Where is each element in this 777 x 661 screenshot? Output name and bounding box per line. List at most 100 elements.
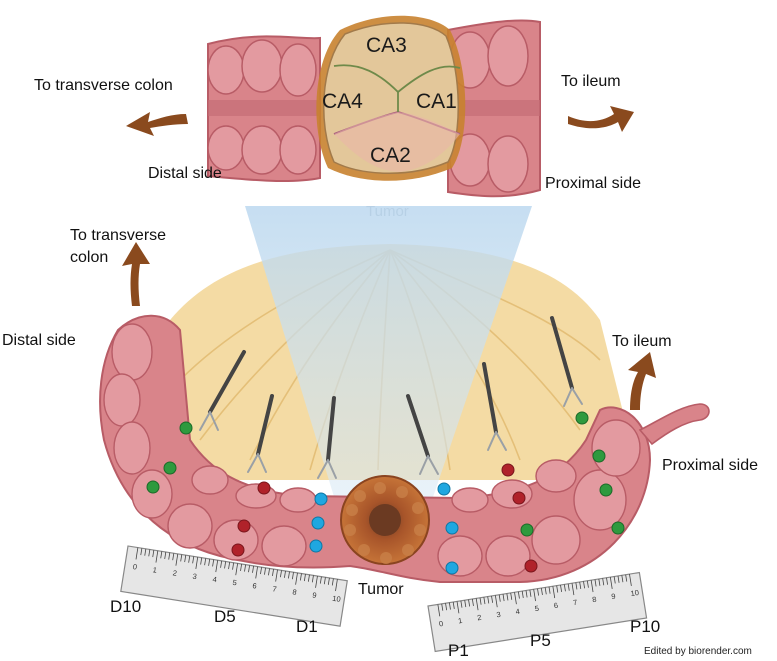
bottom-to-transverse-label-line2: colon	[70, 249, 108, 266]
ruler-tick	[272, 568, 274, 577]
ruler-tick	[579, 581, 582, 589]
ruler-tick	[560, 584, 562, 592]
ruler-number: 3	[192, 572, 198, 582]
ruler-tick	[617, 575, 620, 583]
ruler-tick	[295, 572, 298, 585]
ruler-tick	[441, 603, 444, 611]
ruler-tick	[240, 563, 243, 571]
ruler-tick	[498, 594, 501, 602]
ruler-number: 6	[553, 601, 559, 611]
ruler-tick	[172, 553, 175, 561]
ruler-label-d10: D10	[110, 597, 141, 616]
ruler-tick	[475, 598, 479, 611]
ruler-tick	[192, 556, 195, 564]
ruler-tick	[260, 567, 262, 575]
ruler-number: 8	[292, 587, 298, 597]
ruler-tick	[208, 558, 211, 566]
ruler-tick	[502, 594, 505, 602]
ruler-number: 6	[252, 581, 258, 591]
ruler-tick	[168, 552, 171, 560]
ruler-tick	[594, 579, 597, 587]
ruler-tick	[160, 551, 163, 559]
ruler-tick	[188, 555, 191, 563]
ruler-tick	[152, 550, 155, 558]
bottom-arrow-up-right	[628, 352, 656, 410]
ruler-tick	[303, 574, 306, 582]
ruler-tick	[244, 564, 247, 572]
ruler-tick	[275, 569, 278, 582]
ruler-tick	[215, 560, 219, 573]
ruler-tick	[510, 592, 513, 600]
ruler-tick	[323, 577, 326, 585]
bottom-to-transverse-label-line1: To transverse	[70, 227, 166, 244]
ruler-tick	[456, 601, 460, 614]
credit-text: Edited by biorender.com	[644, 646, 752, 657]
ruler-tick	[598, 578, 601, 586]
ruler-tick	[537, 588, 540, 596]
top-proximal-label: Proximal side	[545, 175, 641, 192]
ruler-tick	[609, 577, 613, 590]
bottom-distal-label: Distal side	[2, 332, 76, 349]
light-beam	[245, 206, 532, 500]
bottom-arrow-up-left	[122, 242, 150, 306]
ruler-tick	[563, 584, 566, 592]
ruler-tick	[471, 598, 474, 606]
ruler-number: 2	[172, 568, 178, 578]
ruler-tick	[567, 583, 570, 591]
ruler-number: 4	[515, 607, 521, 617]
ruler-tick	[483, 597, 486, 605]
bottom-tumor	[340, 475, 430, 565]
ruler-tick	[544, 587, 547, 595]
segment-ca2-label: CA2	[370, 144, 411, 167]
ruler-number: 1	[457, 616, 463, 626]
ruler-number: 5	[534, 604, 540, 614]
ruler-number: 5	[232, 578, 238, 588]
ruler-tick	[437, 604, 441, 617]
ruler-label-d1: D1	[296, 617, 318, 636]
ruler-tick	[575, 582, 578, 590]
ruler-tick	[292, 572, 294, 580]
ruler-tick	[335, 579, 338, 592]
ruler-tick	[479, 597, 482, 605]
ruler-tick	[525, 590, 528, 598]
ruler-tick	[464, 600, 467, 608]
ruler-tick	[164, 551, 167, 559]
ruler-tick	[556, 585, 559, 593]
ruler-tick	[521, 591, 524, 599]
top-to-ileum-label: To ileum	[561, 73, 621, 90]
ruler-tick	[311, 575, 314, 583]
ruler-tick	[586, 580, 589, 588]
top-distal-label: Distal side	[148, 165, 222, 182]
ruler-number: 1	[152, 565, 158, 575]
ruler-tick	[228, 562, 231, 570]
ruler-tick	[548, 586, 551, 594]
ruler-number: 7	[572, 598, 578, 608]
ruler-tick	[184, 555, 187, 563]
ruler-number: 4	[212, 575, 218, 585]
ruler-number: 0	[132, 562, 138, 572]
ruler-tick	[284, 570, 286, 578]
ruler-tick	[448, 602, 451, 610]
ruler-tick	[494, 595, 498, 608]
ruler-tick	[264, 567, 266, 575]
ruler-tick	[571, 583, 575, 596]
ruler-label-p5: P5	[530, 631, 551, 650]
ruler-tick	[445, 603, 448, 611]
ruler-tick	[460, 600, 463, 608]
ruler-tick	[583, 581, 585, 589]
ruler-number: 3	[496, 610, 502, 620]
ruler-tick	[212, 559, 215, 567]
ruler-tick	[552, 586, 556, 599]
ruler-number: 8	[592, 595, 598, 605]
ruler-tick	[140, 548, 143, 556]
ruler-tick	[315, 575, 318, 588]
ruler-tick	[307, 574, 310, 582]
ruler-tick	[204, 558, 207, 566]
bottom-proximal-label: Proximal side	[662, 457, 758, 474]
ruler-tick	[487, 596, 490, 604]
segment-ca4-label: CA4	[322, 90, 363, 113]
bottom-to-ileum-label: To ileum	[612, 333, 672, 350]
